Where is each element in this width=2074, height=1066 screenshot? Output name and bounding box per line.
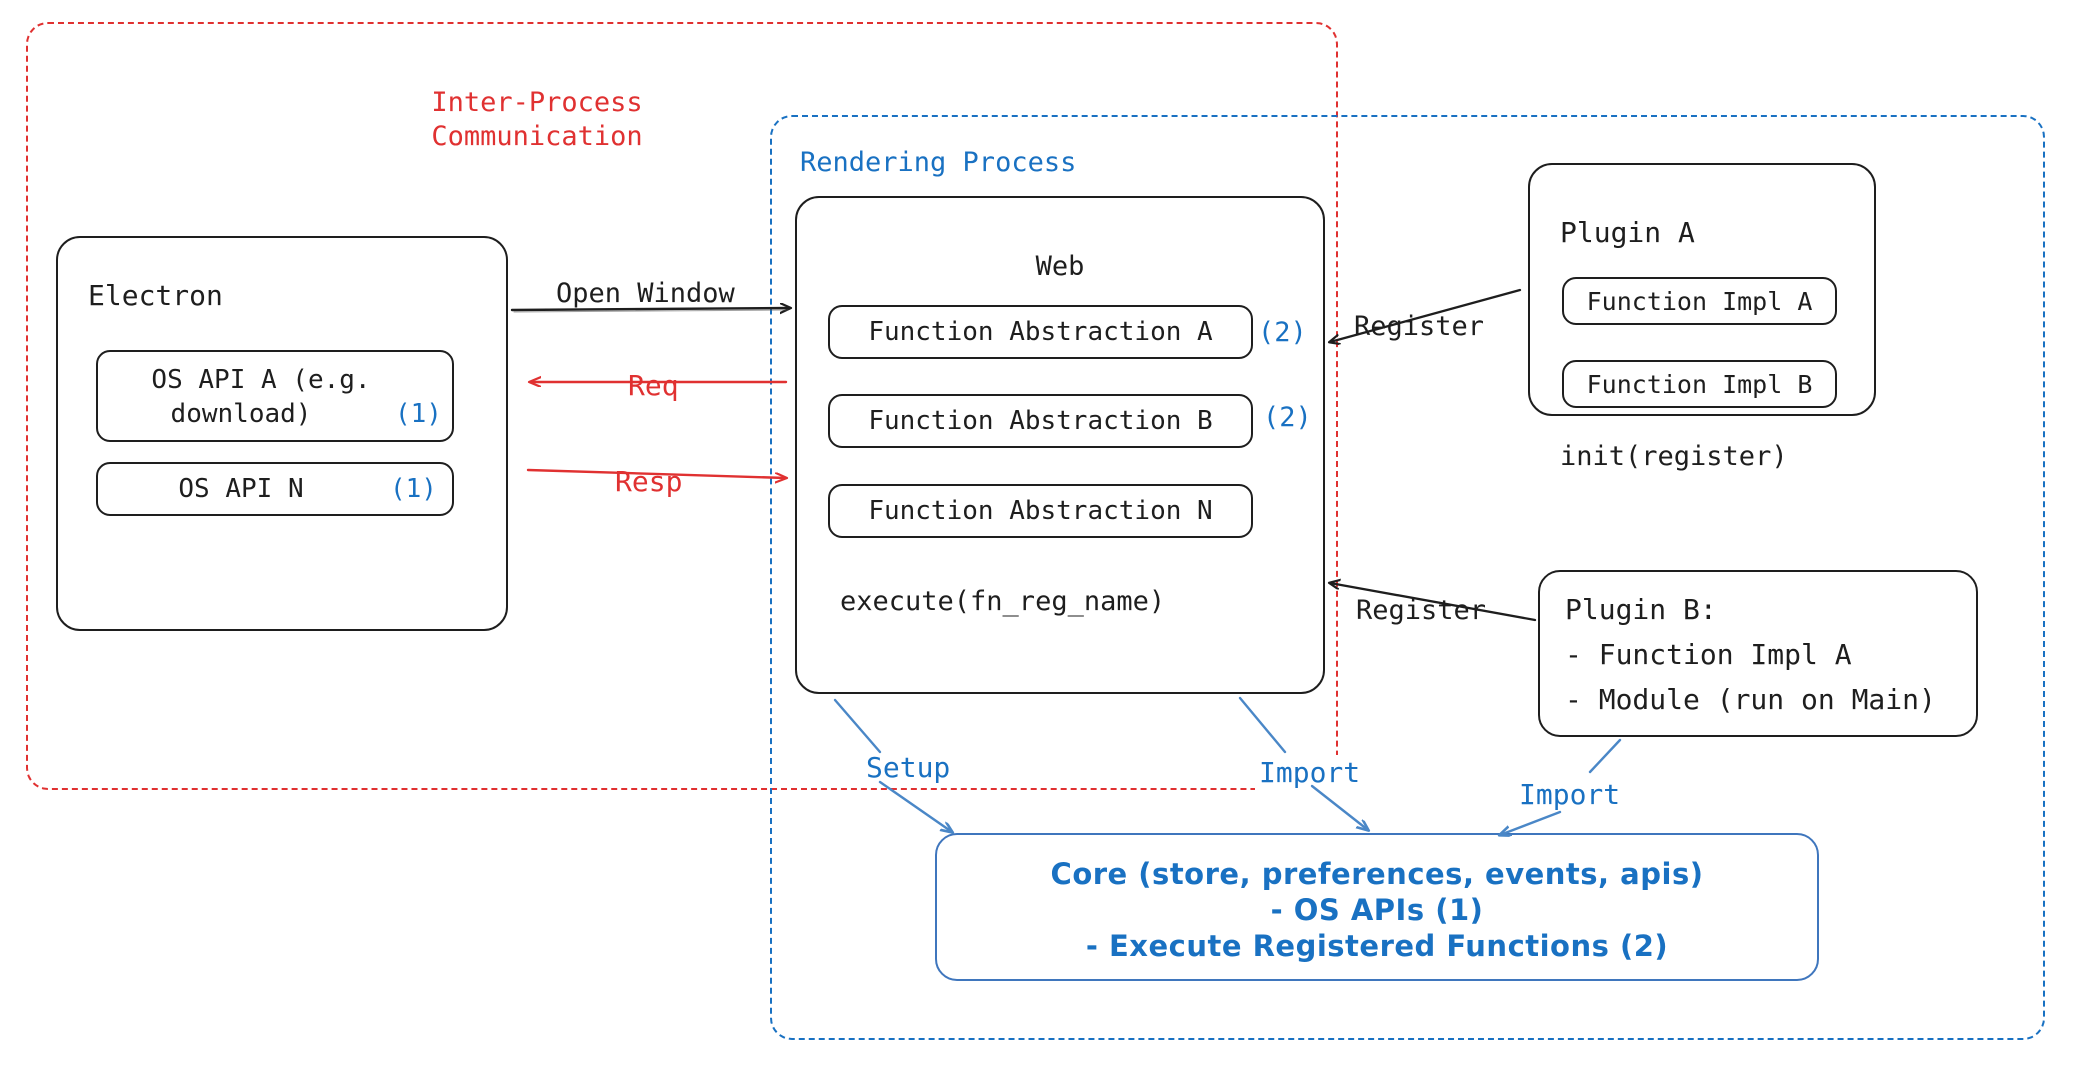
function-impl-b-label: Function Impl B xyxy=(1586,370,1813,399)
function-abstraction-b-badge: (2) xyxy=(1263,402,1312,433)
plugin-a-init-label: init(register) xyxy=(1560,441,1788,472)
edge-label-import-web: Import xyxy=(1255,755,1365,790)
function-abstraction-b-box xyxy=(828,394,1253,448)
region-rendering-process xyxy=(770,115,2045,1040)
web-box xyxy=(795,196,1325,694)
plugin-b-item-0: - Function Impl A xyxy=(1565,638,1852,671)
web-title: Web xyxy=(1035,251,1085,282)
region-label-rendering-process: Rendering Process xyxy=(800,147,1077,178)
function-impl-b-box xyxy=(1562,360,1837,408)
function-abstraction-a-box xyxy=(828,305,1253,359)
function-impl-a-box xyxy=(1562,277,1837,325)
edge-label-import-plugin: Import xyxy=(1515,777,1625,812)
edge-label-register-plugin-b: Register xyxy=(1352,594,1491,628)
os-api-n-label: OS API N xyxy=(178,474,304,504)
plugin-b-box xyxy=(1538,570,1978,737)
function-abstraction-b-label: Function Abstraction B xyxy=(868,406,1213,436)
core-line-2: - OS APIs (1) xyxy=(1270,893,1484,927)
function-impl-a-label: Function Impl A xyxy=(1586,287,1813,316)
plugin-b-item-1: - Module (run on Main) xyxy=(1565,683,1936,716)
edge-label-setup: Setup xyxy=(862,750,955,785)
function-abstraction-n-box xyxy=(828,484,1253,538)
edge-label-resp: Resp xyxy=(607,464,691,499)
os-api-n-badge: (1) xyxy=(390,474,437,504)
edge-label-register-plugin-a: Register xyxy=(1350,310,1489,344)
region-label-ipc-line2: Communication xyxy=(431,121,643,152)
os-api-a-label-line1: OS API A (e.g. xyxy=(151,365,371,395)
edge-label-open-window: Open Window xyxy=(556,278,735,309)
function-abstraction-a-badge: (2) xyxy=(1258,317,1307,348)
core-box xyxy=(935,833,1819,981)
region-inter-process-communication xyxy=(26,22,1338,790)
plugin-a-title: Plugin A xyxy=(1560,216,1695,249)
plugin-a-box xyxy=(1528,163,1876,416)
electron-title: Electron xyxy=(88,279,223,312)
function-abstraction-a-label: Function Abstraction A xyxy=(868,317,1213,347)
core-line-1: Core (store, preferences, events, apis) xyxy=(1050,857,1704,891)
os-api-a-badge: (1) xyxy=(395,399,442,429)
os-api-a-box xyxy=(96,350,454,442)
os-api-n-box xyxy=(96,462,454,516)
core-line-3: - Execute Registered Functions (2) xyxy=(1085,929,1669,963)
plugin-b-title: Plugin B: xyxy=(1565,593,1717,626)
web-execute-label: execute(fn_reg_name) xyxy=(840,586,1166,617)
edge-label-req: Req xyxy=(620,368,687,403)
electron-box xyxy=(56,236,508,631)
os-api-a-label-line2: download) xyxy=(170,399,312,429)
region-label-ipc-line1: Inter-Process xyxy=(431,87,643,118)
function-abstraction-n-label: Function Abstraction N xyxy=(868,496,1213,526)
